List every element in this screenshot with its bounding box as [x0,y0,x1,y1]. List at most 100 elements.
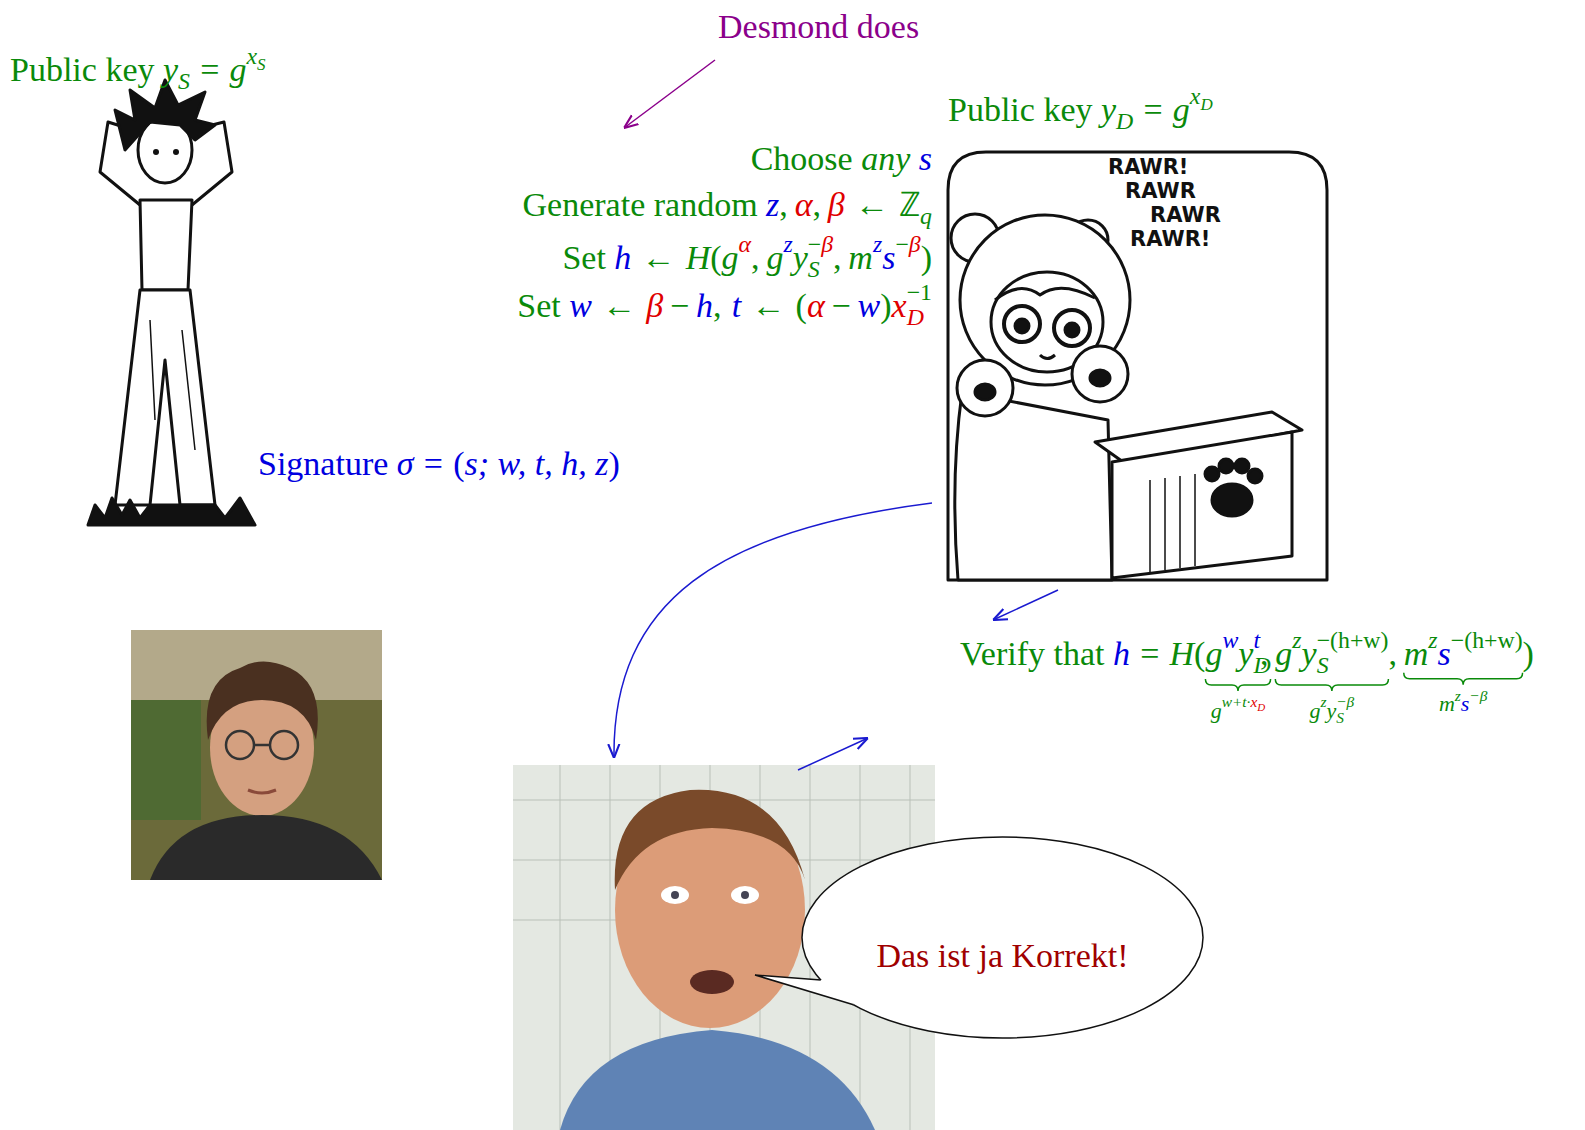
protocol-step: ) [921,239,932,276]
protocol-step: w [858,287,881,324]
underbrace-label: m [1439,691,1455,716]
verify-formula: g [1205,635,1222,672]
protocol-step: t [732,287,741,324]
public-key-formula-line: Public keyyD=gxD [948,82,1213,137]
public-key-formula: = [1143,91,1162,128]
leader-arrow [993,590,1058,620]
underbrace-label: g [1211,698,1222,723]
protocol-step: −1 [907,279,932,305]
protocol-step-line: Chooseanys [751,138,932,181]
protocol-step: ( [710,239,721,276]
protocol-step: H [686,239,711,276]
verify-formula: ) [1523,635,1534,672]
protocol-step: , [751,239,760,276]
protocol-step: β [828,186,845,223]
verify-formula: Verify that [960,635,1104,672]
underbrace-label: S [1336,709,1344,726]
speech-text: Das ist ja Korrekt! [876,937,1128,975]
annotation-label-line: Desmond does [718,6,919,49]
public-key-formula: D [1200,95,1212,114]
protocol-step-line: Setw←β−h,t←(α−w)xD−1 [517,278,932,333]
verify-formula: y [1302,635,1317,672]
protocol-step: ) [880,287,891,324]
portrait-photo [131,630,382,880]
protocol-step: m [848,239,873,276]
protocol-step: any [861,140,910,177]
verify-formula: z [1292,627,1301,653]
verify-formula: m [1404,635,1429,672]
underbrace-label: z [1320,693,1326,710]
underbrace [1205,679,1270,691]
verify-formula: , [1388,635,1397,672]
protocol-step: ℤ [899,186,920,223]
verify-formula: w [1222,627,1238,653]
protocol-step: ← [751,287,785,324]
protocol-step: y [793,239,808,276]
protocol-step: Set [517,287,560,324]
bear-cartoon [948,152,1327,580]
verify-formula: g [1275,635,1292,672]
annotation-label: Desmond does [718,8,919,45]
underbrace-label: D [1257,701,1265,713]
protocol-step: s [882,239,895,276]
protocol-step: α [739,231,752,257]
signature-formula: ) [608,445,619,482]
public-key-formula: D [1116,108,1133,134]
protocol-step: β [909,231,921,257]
signature-formula: s; w, t, h, z [464,445,608,482]
underbrace-label: y [1326,698,1336,723]
public-key-formula: g [230,51,247,88]
underbrace-label: s [1461,691,1470,716]
protocol-step: S [808,256,820,282]
verify-formula: = [1140,635,1159,672]
protocol-step: h [696,287,713,324]
protocol-step: − [895,231,908,257]
verify-formula: −(h+w) [1317,627,1389,653]
protocol-step: ( [796,287,807,324]
sound-effect: RAWR [1150,203,1221,227]
leader-arrow [614,503,932,758]
underbrace [1404,673,1523,685]
protocol-step: , [812,186,821,223]
public-key-formula: y [163,51,178,88]
verify-formula: h [1113,635,1130,672]
girl-cartoon [88,80,255,525]
protocol-step: Generate random [523,186,758,223]
verify-formula: z [1428,627,1437,653]
signature-formula: ( [453,445,464,482]
sound-effect: RAWR [1125,179,1196,203]
public-key-formula: Public key [10,51,154,88]
verify-formula: S [1317,652,1329,678]
verify-formula-line: Verify thath=H(gwyDt,gzyS−(h+w),mzs−(h+w… [960,626,1534,681]
protocol-step: x [892,287,907,324]
protocol-step: , [713,287,722,324]
sound-effect-line: RAWR! [1108,156,1188,179]
leader-arrow [798,738,868,770]
underbrace-label: x [1250,693,1257,710]
protocol-step: , [779,186,788,223]
public-key-formula: S [178,68,190,94]
protocol-step: β [821,231,833,257]
verify-formula: ( [1194,635,1205,672]
verify-formula: t [1253,627,1260,653]
underbrace-label-line: gw+t·xD [1211,692,1266,724]
underbrace-label: −β [1336,693,1354,710]
protocol-step-line: Generate randomz,α,β←ℤq [523,184,932,232]
public-key-formula: g [1173,91,1190,128]
sound-effect: RAWR! [1108,155,1188,179]
underbrace-label-line: mzs−β [1439,686,1488,718]
protocol-step: D [907,304,924,330]
signature-formula: = [424,445,443,482]
leader-arrow [624,60,715,128]
protocol-step: g [766,239,783,276]
underbrace-label-line: gzyS−β [1309,692,1354,727]
protocol-step: α [795,186,813,223]
public-key-formula: y [1101,91,1116,128]
underbrace-label: g [1309,698,1320,723]
verify-formula: H [1170,635,1195,672]
public-key-formula-line: Public keyyS=gxS [10,42,266,97]
signature-formula: σ [397,445,414,482]
protocol-step: ← [642,239,676,276]
protocol-step: h [614,239,631,276]
protocol-step: z [783,231,792,257]
